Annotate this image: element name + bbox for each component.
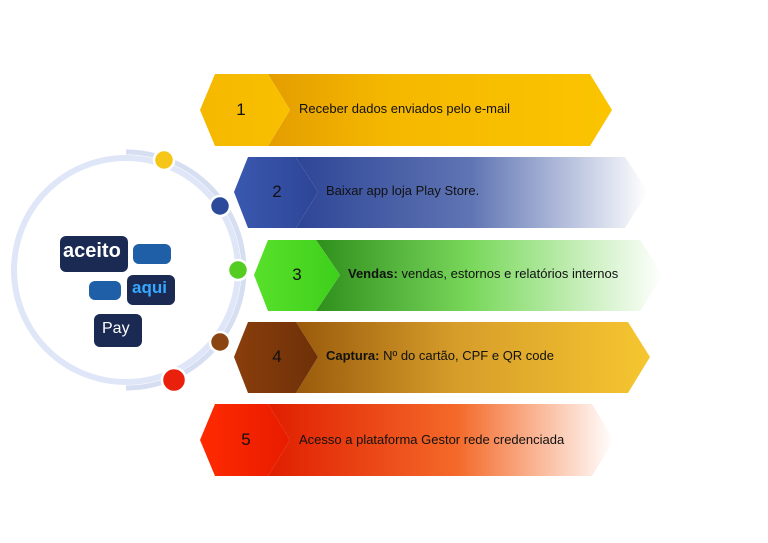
step-1-number: 1	[236, 100, 246, 119]
step-5-label-text: Acesso a plataforma Gestor rede credenci…	[299, 432, 565, 447]
step-3-label-text: vendas, estornos e relatórios internos	[397, 266, 619, 281]
step-3-banner	[316, 240, 663, 311]
logo-word-pay: Pay	[102, 320, 130, 337]
step-4-number: 4	[272, 347, 282, 366]
step-4-banner	[296, 322, 650, 393]
logo-word-aqui: aqui	[132, 278, 167, 297]
step-4-badge	[234, 322, 318, 393]
step-2-label: Baixar app loja Play Store.	[326, 183, 479, 198]
step-3-number: 3	[292, 265, 302, 284]
timeline-dot-5	[160, 366, 188, 394]
step-2-label-text: Baixar app loja Play Store.	[326, 183, 480, 198]
logo-block-blue-bottom	[89, 281, 121, 300]
step-5	[200, 404, 614, 476]
step-1-badge	[200, 74, 290, 146]
logo-block-blue-top	[133, 244, 171, 264]
step-5-banner	[268, 404, 614, 476]
step-4	[234, 322, 650, 393]
timeline-dots	[152, 148, 250, 394]
step-2-banner	[296, 157, 648, 228]
step-5-badge	[200, 404, 290, 476]
timeline-dot-2	[208, 194, 232, 218]
step-5-number: 5	[241, 430, 251, 449]
step-1-label: Receber dados enviados pelo e-mail	[299, 101, 510, 116]
step-4-label-bold: Captura:	[326, 348, 380, 363]
step-4-label: Captura: Nº do cartão, CPF e QR code	[326, 348, 554, 363]
step-3-label-bold: Vendas:	[348, 266, 398, 281]
step-3-label: Vendas: vendas, estornos e relatórios in…	[348, 266, 618, 281]
step-1-banner	[268, 74, 612, 146]
timeline-dot-4	[208, 330, 232, 354]
step-3-badge	[254, 240, 340, 311]
logo-block-aceito	[60, 236, 128, 272]
step-2-number: 2	[272, 182, 282, 201]
step-2-badge	[234, 157, 318, 228]
timeline-dot-3	[226, 258, 250, 282]
step-2	[234, 157, 648, 228]
timeline-arc	[125, 149, 247, 391]
logo-block-pay	[94, 314, 142, 347]
timeline-dot-1	[152, 148, 176, 172]
logo-word-aceito: aceito	[63, 240, 121, 262]
step-1	[200, 74, 612, 146]
step-3	[254, 240, 663, 311]
logo-block-aqui	[127, 275, 175, 305]
step-1-label-text: Receber dados enviados pelo e-mail	[299, 101, 511, 116]
step-5-label: Acesso a plataforma Gestor rede credenci…	[299, 432, 564, 447]
step-4-label-text: Nº do cartão, CPF e QR code	[379, 348, 554, 363]
